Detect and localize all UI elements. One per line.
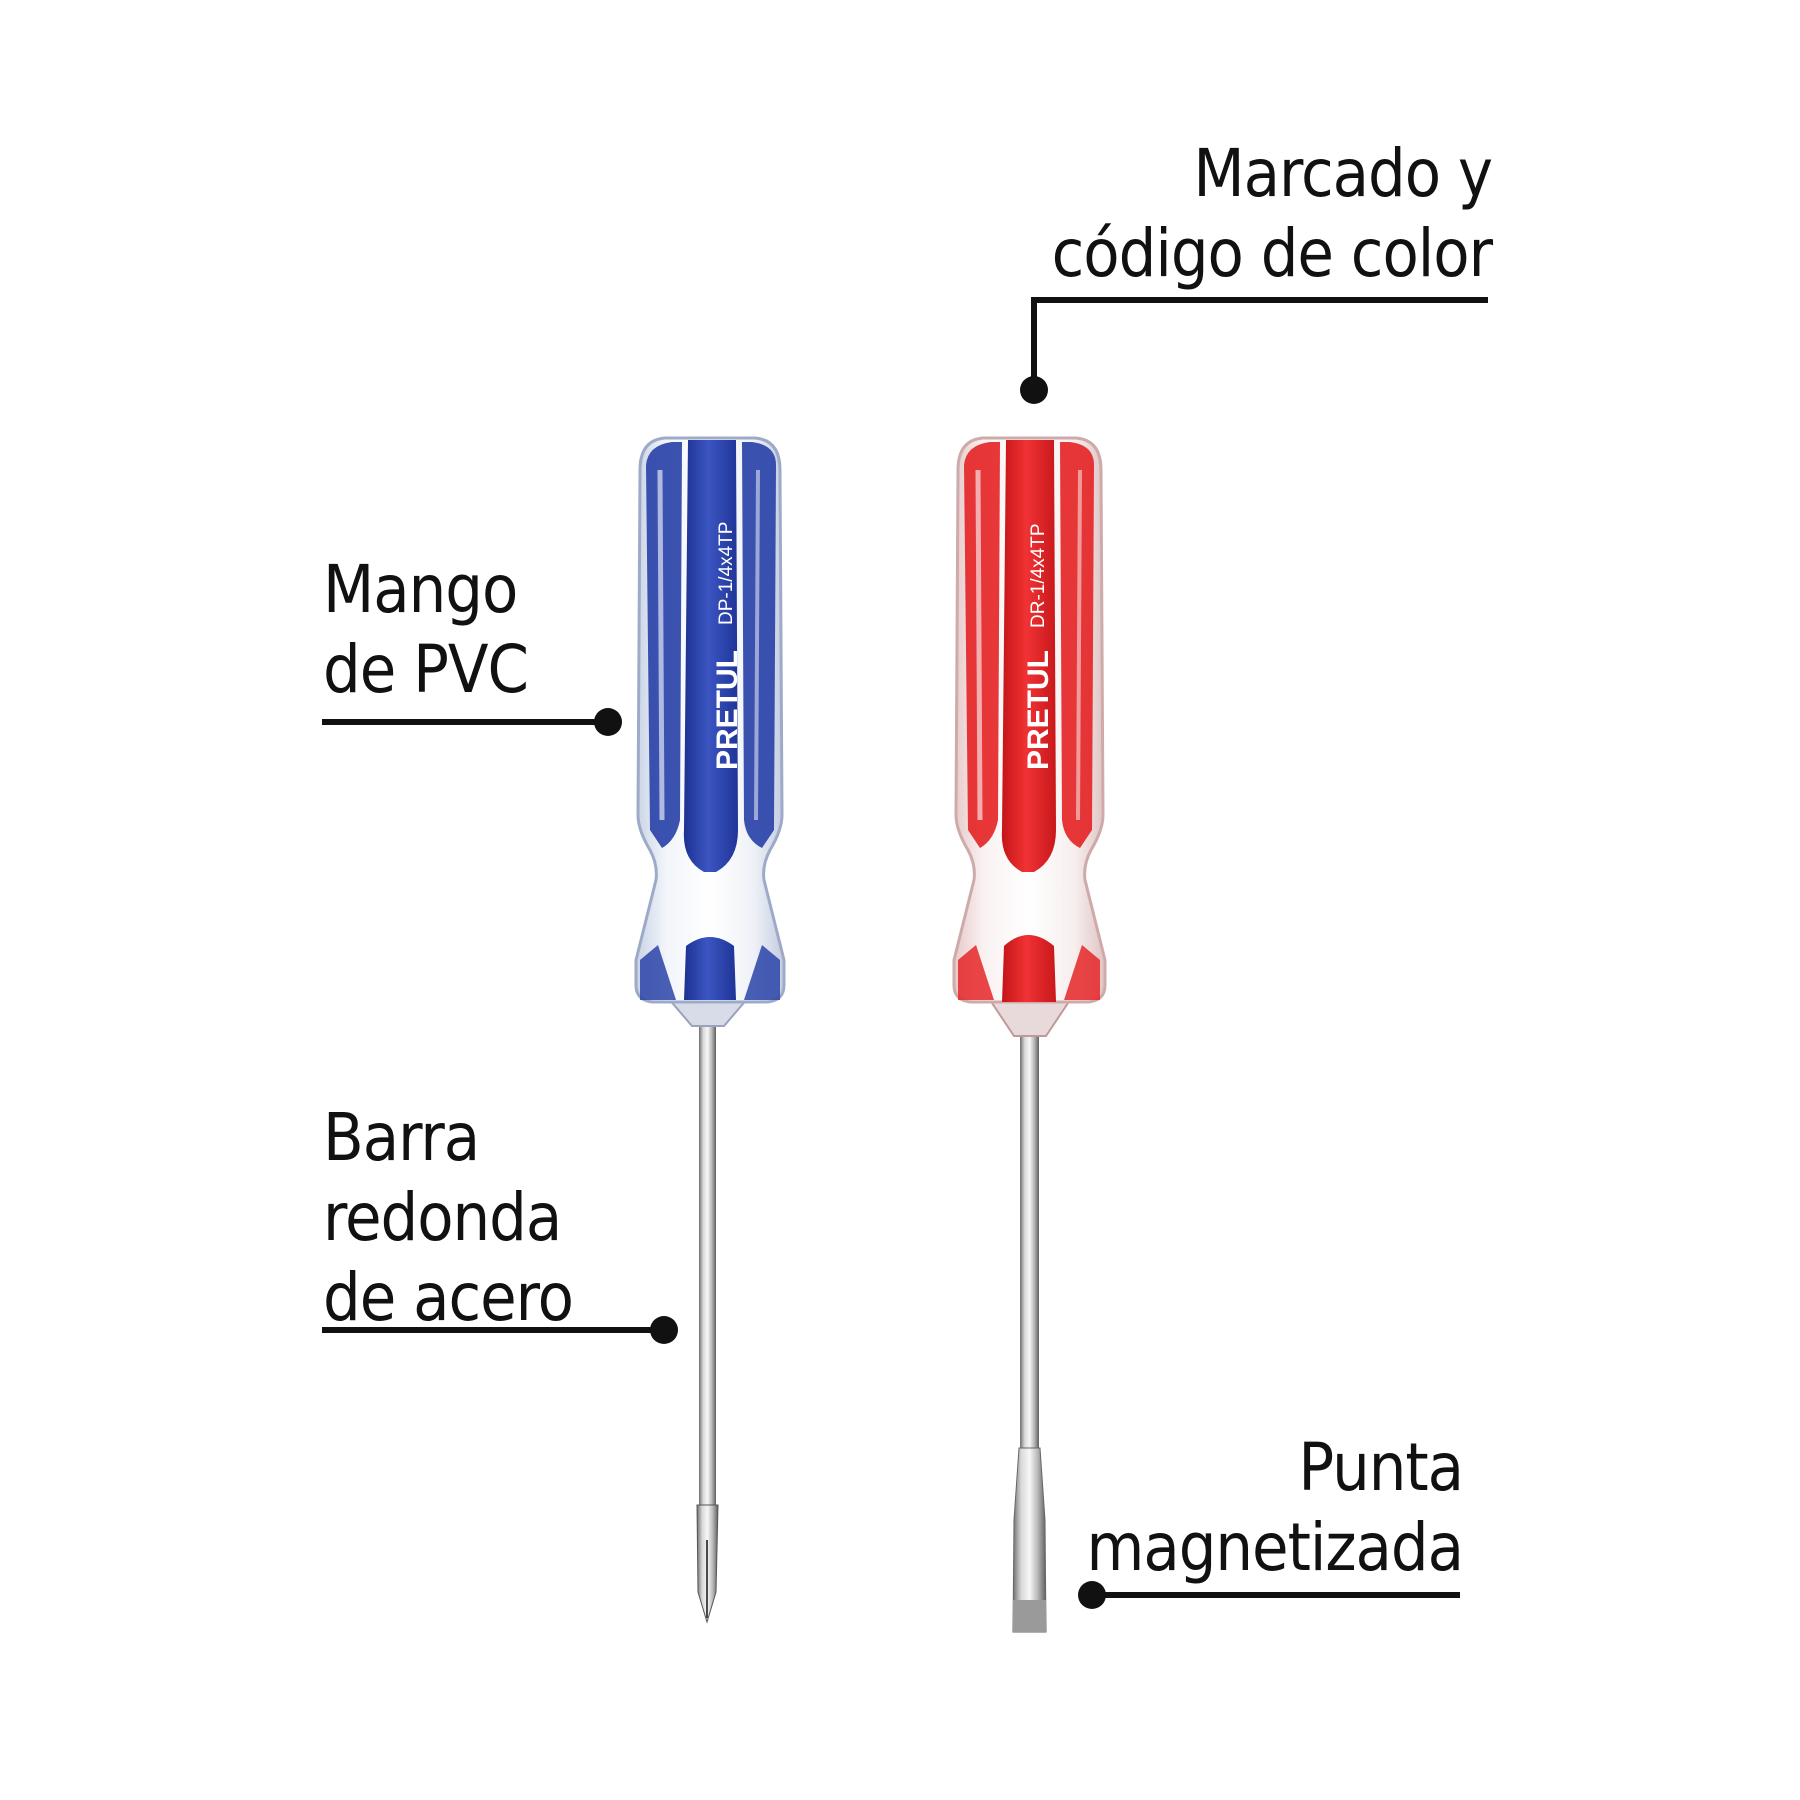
tip-callout-line2: magnetizada [1086, 1509, 1464, 1586]
red-ferrule [988, 999, 1072, 1037]
blue-brand-label: PRETUL [711, 650, 744, 770]
shaft-leader-dot [650, 1316, 678, 1344]
red-model-label: DR-1/4x4TP [1028, 523, 1049, 628]
marking-callout-line2: código de color [1051, 215, 1493, 292]
tip-callout-line1: Punta [1298, 1429, 1464, 1506]
handle-callout-line1: Mango [323, 551, 518, 628]
shaft-callout-line2: redonda [323, 1179, 562, 1256]
shaft-callout: Barra redonda de acero [323, 1098, 574, 1338]
blue-screwdriver: PRETUL DP-1/4x4TP [634, 436, 786, 1624]
blue-model-label: DP-1/4x4TP [716, 522, 737, 625]
shaft-callout-line3: de acero [323, 1259, 574, 1336]
tip-callout: Punta magnetizada [1086, 1428, 1464, 1588]
blue-shaft [699, 1012, 716, 1512]
red-color-stripe [1001, 440, 1056, 872]
marking-callout: Marcado y código de color [1051, 134, 1493, 294]
marking-callout-line1: Marcado y [1193, 135, 1493, 212]
shaft-callout-line1: Barra [323, 1099, 480, 1176]
blue-color-stripe [683, 440, 738, 872]
red-shaft [1020, 1030, 1039, 1450]
marking-leader-dot [1020, 376, 1048, 404]
marking-leader-line [1031, 297, 1488, 388]
handle-leader-dot [594, 708, 622, 736]
handle-callout: Mango de PVC [323, 550, 529, 710]
red-screwdriver: PRETUL DR-1/4x4TP [952, 436, 1107, 1633]
tip-leader-dot [1078, 1581, 1106, 1609]
red-brand-label: PRETUL [1022, 650, 1055, 770]
handle-callout-line2: de PVC [323, 631, 529, 708]
leader-lines [322, 297, 1488, 1609]
